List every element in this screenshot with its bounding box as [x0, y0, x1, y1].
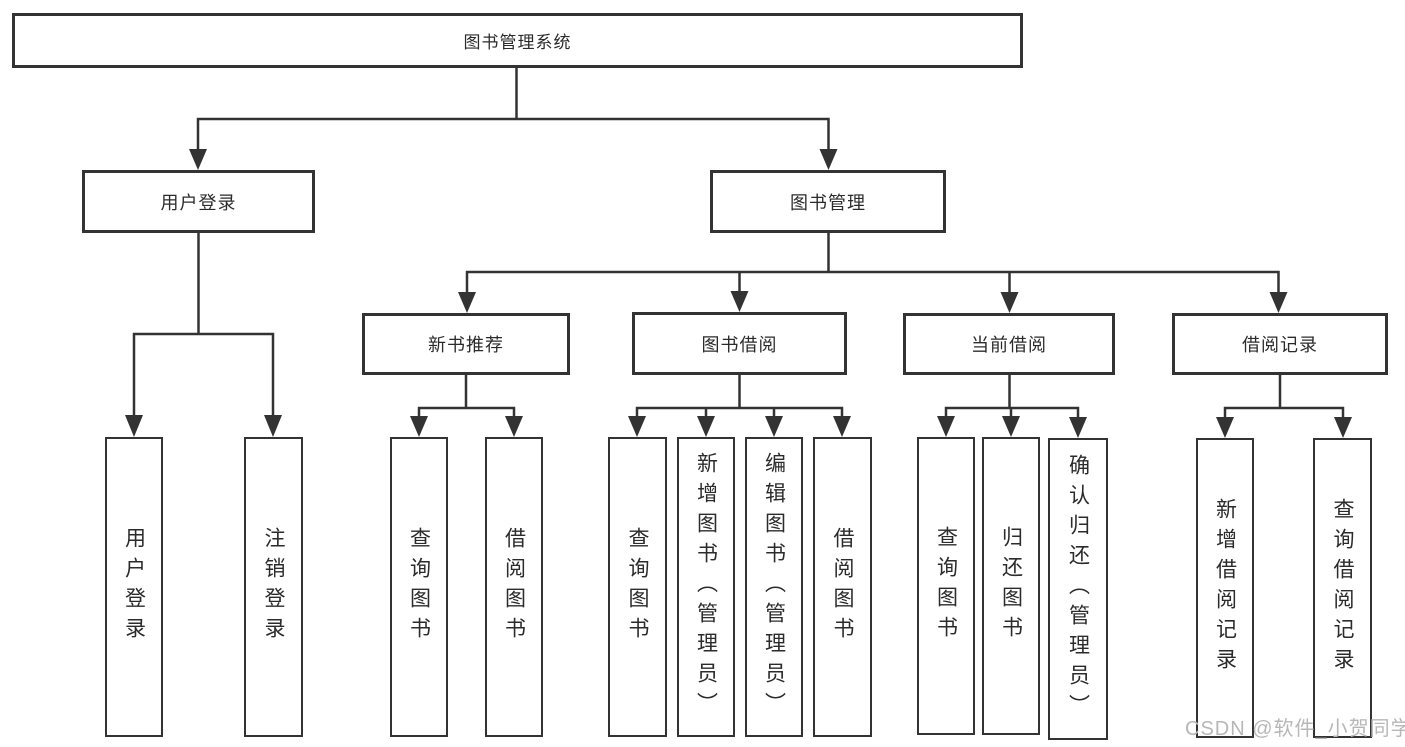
arrowhead-icon	[1269, 292, 1288, 313]
arrowhead-icon	[1069, 417, 1087, 438]
arrowhead-icon	[1000, 292, 1019, 313]
arrowhead-icon	[410, 416, 428, 437]
arrowhead-icon	[765, 416, 783, 437]
arrowhead-icon	[697, 416, 715, 437]
edge-book-borrow-to-leaves	[635, 375, 844, 420]
arrowhead-icon	[458, 292, 476, 313]
arrowhead-icon	[628, 416, 646, 437]
leaf-query-books-current: 查询图书	[917, 437, 975, 735]
root-node: 图书管理系统	[12, 13, 1023, 68]
node-borrowing-records: 借阅记录	[1172, 313, 1388, 375]
leaf-confirm-return-admin: 确认归还（管理员）	[1048, 438, 1108, 740]
edge-root-to-branches	[196, 68, 830, 152]
node-current-borrowing: 当前借阅	[903, 313, 1115, 375]
arrowhead-icon	[189, 149, 207, 170]
arrowhead-icon	[1216, 417, 1234, 438]
leaf-return-books: 归还图书	[982, 437, 1040, 735]
leaf-add-books-admin: 新增图书（管理员）	[677, 437, 735, 737]
edge-current-borrow-to-leaves	[944, 375, 1080, 421]
node-new-book-recommendation: 新书推荐	[362, 313, 570, 375]
node-book-borrowing: 图书借阅	[632, 312, 847, 375]
arrowhead-icon	[505, 416, 523, 437]
arrowhead-icon	[1334, 417, 1352, 438]
arrowhead-icon	[730, 291, 749, 312]
watermark: CSDN @软件_小贺同学	[1185, 718, 1405, 740]
leaf-query-books-borrowing: 查询图书	[608, 437, 667, 737]
leaf-borrow-books-borrowing: 借阅图书	[813, 437, 872, 737]
edge-borrow-records-to-leaves	[1223, 375, 1345, 421]
arrowhead-icon	[1002, 416, 1020, 437]
leaf-edit-books-admin: 编辑图书（管理员）	[745, 437, 803, 737]
connector-lines	[132, 68, 1345, 421]
arrowhead-icon	[819, 149, 838, 170]
leaf-query-books-recommend: 查询图书	[390, 437, 448, 737]
leaf-query-borrow-record: 查询借阅记录	[1313, 438, 1372, 738]
edge-new-book-rec-to-leaves	[417, 375, 516, 420]
arrowhead-icon	[833, 416, 851, 437]
edge-book-mgmt-to-modules	[465, 233, 1280, 295]
edge-user-login-to-leaves	[132, 233, 275, 419]
leaf-logout: 注销登录	[244, 437, 303, 737]
arrowhead-icon	[937, 416, 955, 437]
arrowhead-icon	[264, 415, 282, 437]
leaf-add-borrow-record: 新增借阅记录	[1196, 438, 1254, 738]
node-user-login: 用户登录	[82, 170, 315, 233]
node-book-management: 图书管理	[710, 170, 946, 233]
arrowhead-icon	[125, 415, 143, 437]
arrowheads	[125, 149, 1352, 438]
leaf-borrow-books-recommend: 借阅图书	[485, 437, 543, 737]
leaf-user-login: 用户登录	[105, 437, 163, 737]
